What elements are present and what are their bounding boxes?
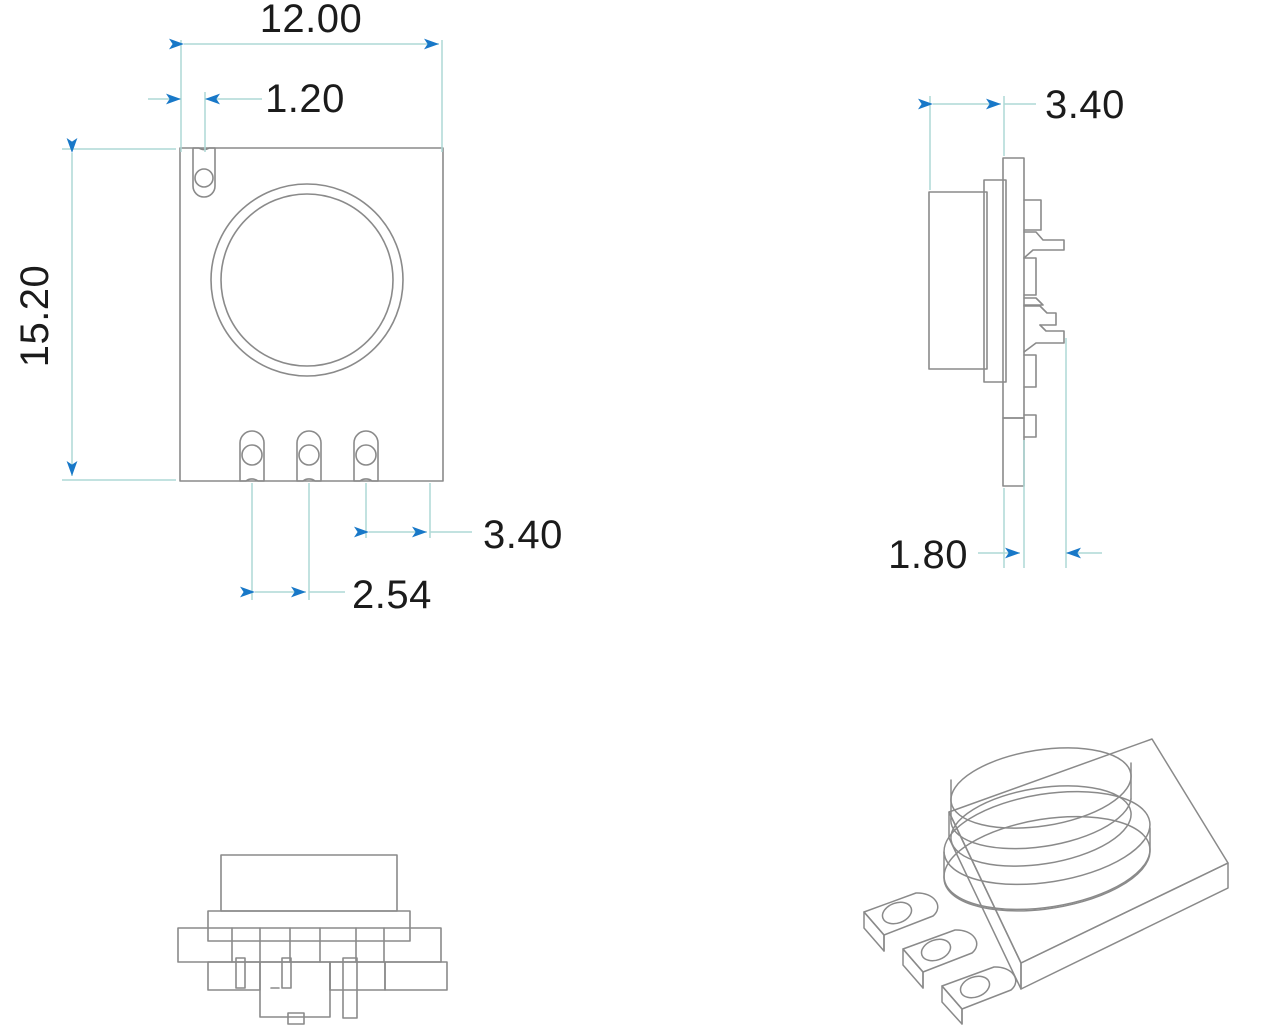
iso-pin-tab-hole xyxy=(920,938,952,962)
side-view-dimension-group xyxy=(918,96,1102,568)
iso-actuator-cap-bottom-arc xyxy=(950,798,1132,850)
front-foot-detail xyxy=(287,1012,305,1025)
side-actuator-block xyxy=(928,191,988,370)
side-pin-leg-mid xyxy=(1023,305,1057,326)
side-pin-leg-upper xyxy=(1023,231,1065,259)
pin-tab-hole xyxy=(355,444,377,466)
iso-pin-tab-top xyxy=(941,966,1017,1010)
side-pin-notch-bottom xyxy=(1023,414,1037,438)
front-terminal-pin xyxy=(235,957,246,989)
dimension-label-plate-thickness: 1.80 xyxy=(888,533,968,577)
mounting-tab-outline xyxy=(192,147,216,198)
front-pin-block-far-right xyxy=(384,961,448,991)
iso-pin-tab-group xyxy=(863,892,1017,1025)
dimension-label-body-depth: 3.40 xyxy=(1045,83,1125,127)
side-pin-notch-mid xyxy=(1023,257,1037,296)
pin-tab-outline xyxy=(239,430,265,482)
iso-pin-tab-top xyxy=(902,929,978,973)
dimension-label-tab-offset: 1.20 xyxy=(265,77,345,121)
pin-tab-outline xyxy=(353,430,379,482)
iso-actuator-base-body xyxy=(943,827,1151,912)
iso-actuator-base-top-ellipse xyxy=(943,790,1151,886)
actuator-outer-circle xyxy=(210,183,404,377)
front-terminal-pin xyxy=(281,957,292,989)
dimension-label-pin-pitch: 2.54 xyxy=(352,573,432,617)
top-view-body-outline xyxy=(179,147,444,482)
pin-tab-group xyxy=(239,430,379,482)
pin-tab-outline xyxy=(296,430,322,482)
top-view xyxy=(179,147,444,482)
side-pin-profile-group xyxy=(1023,199,1065,438)
front-collar xyxy=(207,910,411,942)
top-view-dimension-group xyxy=(62,38,472,600)
pin-tab-hole xyxy=(298,444,320,466)
iso-pin-tab-hole xyxy=(881,901,913,925)
iso-pin-tab-hole xyxy=(959,975,991,999)
iso-pin-tab-top xyxy=(863,892,939,936)
dimension-label-width-overall: 12.00 xyxy=(260,0,363,41)
side-pin-notch-lower xyxy=(1023,354,1037,388)
front-terminal-pin-long xyxy=(342,957,358,1019)
iso-plate-right-face xyxy=(1020,862,1229,990)
side-collar-block xyxy=(983,179,1007,383)
side-pin-notch-upper xyxy=(1023,199,1042,231)
side-pin-step-mid xyxy=(1023,297,1044,306)
dimension-label-pin-edge-offset: 3.40 xyxy=(483,513,563,557)
mounting-tab-hole xyxy=(194,168,214,188)
actuator-inner-circle xyxy=(220,193,394,367)
dimension-label-height-overall: 15.20 xyxy=(13,265,57,368)
pin-tab-hole xyxy=(241,444,263,466)
side-elevation-view xyxy=(928,157,1065,487)
side-pin-leg-mid-2 xyxy=(1023,324,1065,353)
iso-actuator-cap-bottom-ellipse xyxy=(950,785,1132,867)
iso-actuator-cap-top-ellipse xyxy=(950,747,1132,829)
front-elevation-view xyxy=(177,854,448,1025)
isometric-view xyxy=(863,738,1229,1025)
